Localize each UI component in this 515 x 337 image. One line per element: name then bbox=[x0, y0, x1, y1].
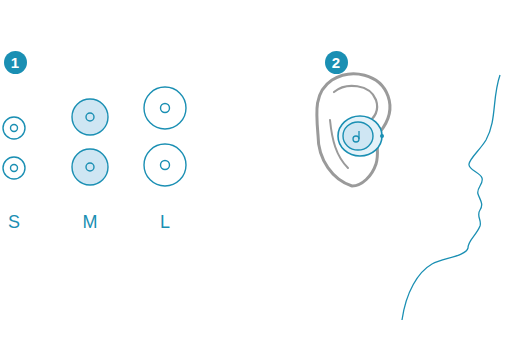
ear-tip-large bbox=[144, 87, 186, 129]
callout-number: 2 bbox=[325, 51, 348, 74]
size-label: S bbox=[8, 213, 20, 231]
ear-tip-large bbox=[144, 144, 186, 186]
size-label: L bbox=[160, 213, 170, 231]
ear bbox=[317, 74, 390, 186]
ear-tip-medium bbox=[72, 99, 108, 135]
ear-tip-medium bbox=[72, 149, 108, 185]
ear-tip-small bbox=[3, 117, 25, 139]
face-profile bbox=[402, 75, 500, 320]
ear-tip-small bbox=[3, 157, 25, 179]
callout-number: 1 bbox=[4, 51, 27, 74]
callout-text: 2 bbox=[325, 55, 348, 70]
size-label: M bbox=[83, 213, 98, 231]
earbud bbox=[338, 116, 384, 156]
callout-text: 1 bbox=[4, 55, 27, 70]
